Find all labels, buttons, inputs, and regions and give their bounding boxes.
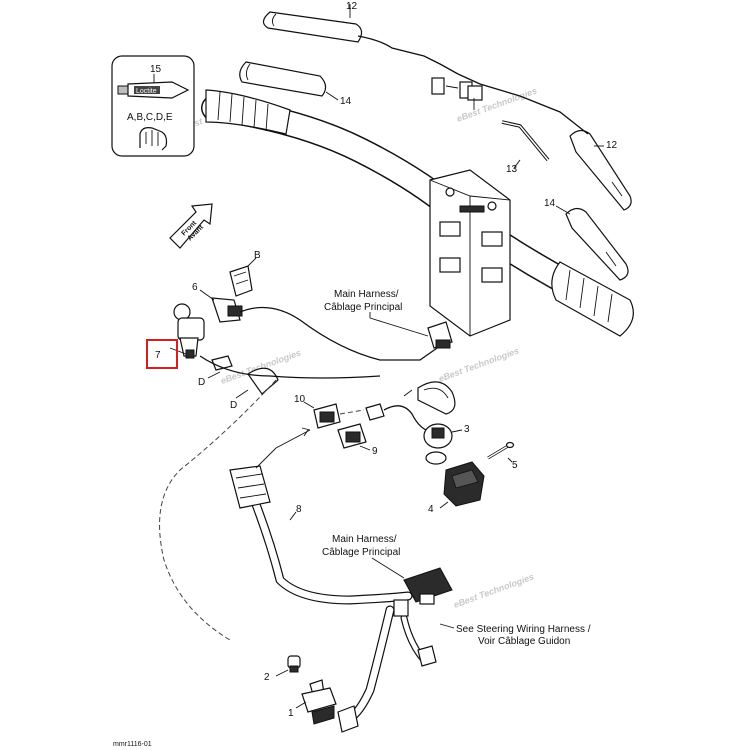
callout-3: 3 [464, 424, 470, 435]
callout-9: 9 [372, 446, 378, 457]
callout-7: 7 [155, 350, 161, 361]
switch-3: 3 [423, 423, 470, 465]
screw-5: 5 [487, 441, 518, 471]
callout-13: 13 [506, 164, 518, 175]
callout-15: 15 [150, 64, 162, 75]
cable-clip-D3 [403, 381, 456, 415]
harness-8: 8 [229, 427, 428, 723]
steering-harness-label: See Steering Wiring Harness / [456, 624, 591, 635]
svg-text:Loctite: Loctite [136, 88, 157, 95]
main-harness-label-2: Main Harness/ Câblage Principal [322, 534, 405, 579]
main-harness-label: Câblage Principal [324, 302, 402, 313]
callout-5: 5 [512, 460, 518, 471]
grip-heater-12-top: 12 [262, 1, 459, 75]
callout-12: 12 [346, 1, 358, 12]
steering-harness-label: Voir Câblage Guidon [478, 636, 570, 647]
bulb-2: 2 [264, 655, 301, 683]
loctite-tube-icon: Loctite [117, 81, 190, 99]
callout-14: 14 [340, 96, 352, 107]
callout-12: 12 [606, 140, 618, 151]
steering-harness-label: See Steering Wiring Harness / Voir Câbla… [439, 623, 591, 647]
part-13-tie: 13 [501, 120, 550, 175]
connector-6: 6 [192, 282, 441, 361]
callout-B: B [254, 250, 261, 261]
connector-9: 9 [337, 423, 378, 457]
main-connector-upper [427, 321, 453, 349]
document-id: mmr1116-01 [113, 741, 152, 748]
main-harness-label: Main Harness/ [334, 289, 399, 300]
watermark: eBest Technologies [452, 572, 535, 610]
callout-8: 8 [296, 504, 302, 515]
small-connector-right [365, 403, 433, 433]
cover-4: 4 [428, 461, 485, 515]
callout-D: D [198, 377, 205, 388]
grip-heater-14-top: 14 [239, 61, 352, 107]
inset-letters: A,B,C,D,E [127, 112, 173, 123]
highlight-box [146, 339, 178, 369]
handlebar [201, 89, 634, 337]
right-grip [551, 261, 634, 337]
dashed-route [159, 379, 277, 641]
watermarks: eBest Technologies eBest Technologies eB… [177, 86, 538, 610]
left-grip [205, 89, 291, 135]
harness-end-connector [337, 645, 437, 733]
riser-clamp [429, 169, 511, 337]
connector-10: 10 [294, 394, 365, 429]
connector-B: B [229, 250, 261, 297]
top-connectors [431, 73, 589, 135]
callout-4: 4 [428, 504, 434, 515]
clips-D: D D [198, 355, 381, 411]
throttle-sensor-7: 7 [146, 303, 205, 369]
watermark: eBest Technologies [437, 346, 520, 384]
callout-10: 10 [294, 394, 306, 405]
switch-1: 1 [288, 679, 337, 725]
glove-icon [139, 127, 168, 151]
front-arrow: Front Avant [169, 203, 213, 249]
grip-heater-12-right: 12 [569, 129, 632, 211]
callout-1: 1 [288, 708, 294, 719]
callout-2: 2 [264, 672, 270, 683]
callout-6: 6 [192, 282, 198, 293]
main-connector-lower [393, 567, 453, 617]
main-harness-label-1: Main Harness/ Câblage Principal [324, 289, 429, 337]
callout-14: 14 [544, 198, 556, 209]
main-harness-label: Main Harness/ [332, 534, 397, 545]
callout-D: D [230, 400, 237, 411]
grip-heater-14-right: 14 [544, 198, 629, 281]
inset-box: 15 Loctite A,B,C,D,E [111, 55, 195, 157]
main-harness-label: Câblage Principal [322, 547, 400, 558]
